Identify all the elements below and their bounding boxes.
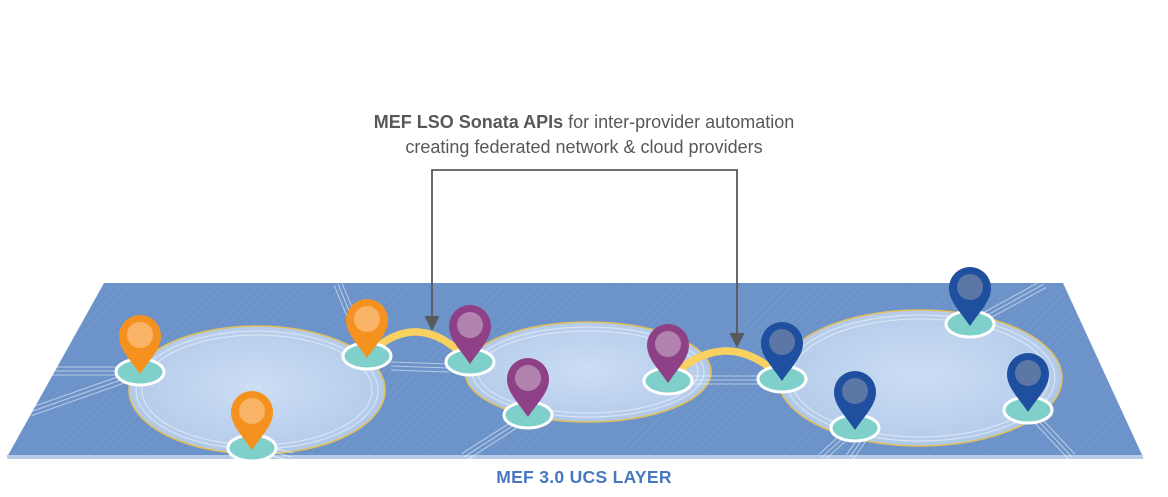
- location-pin-icon: [829, 371, 881, 443]
- pin-inner-circle: [515, 365, 541, 391]
- layer-label: MEF 3.0 UCS LAYER: [496, 467, 672, 487]
- location-pin-icon: [114, 315, 166, 387]
- pins-layer: [114, 267, 1054, 463]
- annotation-title-bold: MEF LSO Sonata APIs: [373, 112, 564, 132]
- road-line: [390, 369, 449, 373]
- location-pin-icon: [226, 391, 278, 463]
- pin-inner-circle: [842, 378, 868, 404]
- location-pin-icon: [944, 267, 996, 339]
- pin-inner-circle: [239, 398, 265, 424]
- arrow-down-left-icon: [424, 316, 440, 331]
- arrow-down-right-icon: [729, 333, 745, 348]
- road-line: [28, 370, 134, 409]
- pin-inner-circle: [957, 274, 983, 300]
- location-pin-icon: [444, 305, 496, 377]
- road-line: [391, 361, 450, 365]
- pin-inner-circle: [1015, 360, 1041, 386]
- road-line: [390, 365, 450, 369]
- road-line: [29, 374, 136, 413]
- pin-inner-circle: [457, 312, 483, 338]
- road-line: [31, 378, 137, 417]
- pin-inner-circle: [354, 306, 380, 332]
- location-pin-icon: [756, 322, 808, 394]
- annotation-title-rest: for inter-provider automation: [563, 112, 795, 132]
- annotation-text: MEF LSO Sonata APIs for inter-provider a…: [0, 110, 1168, 160]
- annotation-line-2: creating federated network & cloud provi…: [405, 137, 763, 157]
- pin-inner-circle: [769, 329, 795, 355]
- location-pin-icon: [642, 324, 694, 396]
- pin-inner-circle: [127, 322, 153, 348]
- location-pin-icon: [341, 299, 393, 371]
- location-pin-icon: [1002, 353, 1054, 425]
- pin-inner-circle: [655, 331, 681, 357]
- connector-bracket: [424, 169, 745, 348]
- location-pin-icon: [502, 358, 554, 430]
- annotation-line-1: MEF LSO Sonata APIs for inter-provider a…: [0, 110, 1168, 135]
